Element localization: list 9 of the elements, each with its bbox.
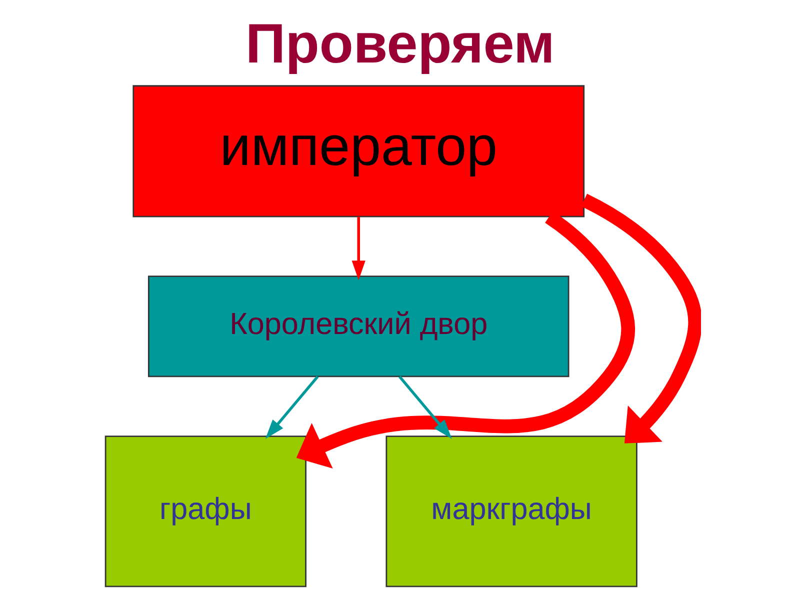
arrow: [264, 376, 318, 439]
node-box: Королевский двор: [147, 276, 569, 378]
arrow: [398, 376, 452, 439]
arrow: [351, 216, 365, 280]
arrow: [580, 194, 700, 444]
node-box: графы: [104, 436, 306, 588]
node-box: маркграфы: [385, 436, 637, 588]
node-box: император: [132, 85, 584, 218]
diagram-title: Проверяем: [244, 12, 554, 74]
